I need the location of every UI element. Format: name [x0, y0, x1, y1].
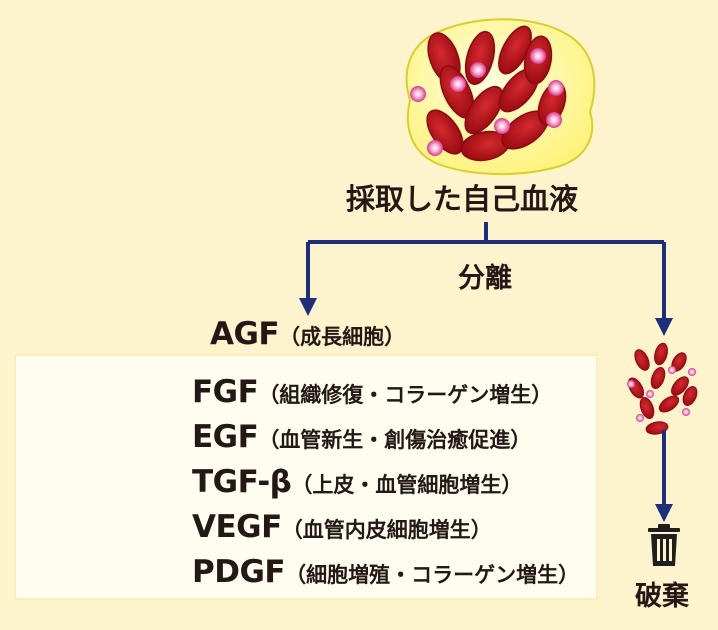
growth-factor-role: （血管内皮細胞増生）	[281, 518, 492, 542]
growth-factor-name: TGF-β	[192, 464, 292, 500]
red-blood-cell	[682, 386, 698, 406]
agf-name: AGF	[210, 316, 280, 352]
growth-factor-item: VEGF（血管内皮細胞増生）	[192, 505, 579, 550]
red-blood-cell	[639, 396, 655, 420]
growth-factor-role: （組織修復・コラーゲン増生）	[258, 383, 553, 407]
discard-arrow-head	[655, 504, 673, 522]
growth-factor-item: TGF-β（上皮・血管細胞増生）	[192, 460, 579, 505]
growth-factor-name: PDGF	[192, 554, 286, 590]
right-arrow-head	[655, 318, 673, 336]
platelet	[530, 48, 546, 64]
growth-factor-role: （血管新生・創傷治癒促進）	[258, 428, 532, 452]
blood-sample-illustration	[405, 18, 596, 175]
platelet	[688, 368, 696, 376]
red-blood-cell	[634, 349, 650, 371]
growth-factor-name: EGF	[192, 419, 259, 455]
platelet	[682, 408, 690, 416]
trash-can-icon	[648, 524, 680, 566]
platelet	[450, 76, 466, 92]
growth-factor-role: （上皮・血管細胞増生）	[291, 473, 523, 497]
growth-factor-panel: FGF（組織修復・コラーゲン増生） EGF（血管新生・創傷治癒促進） TGF-β…	[14, 354, 598, 600]
red-blood-cell	[654, 342, 668, 366]
red-blood-cell	[650, 366, 666, 390]
red-blood-cell	[658, 395, 680, 413]
left-arrow-head	[299, 298, 317, 316]
platelet	[668, 366, 676, 374]
agf-role: （成長細胞）	[279, 325, 406, 349]
platelet	[646, 390, 654, 398]
platelet	[410, 86, 426, 102]
platelet	[548, 80, 564, 96]
red-blood-cell	[464, 85, 504, 135]
growth-factor-name: VEGF	[192, 509, 282, 545]
agf-heading: AGF（成長細胞）	[210, 316, 405, 352]
red-blood-cell	[671, 376, 689, 396]
platelet	[470, 62, 486, 78]
red-blood-cell	[627, 377, 645, 399]
source-blood-label: 採取した自己血液	[346, 182, 579, 216]
growth-factor-item: EGF（血管新生・創傷治癒促進）	[192, 415, 579, 460]
separation-arrows	[306, 222, 666, 506]
growth-factor-role: （細胞増殖・コラーゲン増生）	[285, 563, 580, 587]
growth-factor-name: FGF	[192, 374, 259, 410]
separation-label: 分離	[458, 263, 512, 294]
platelet	[636, 414, 644, 422]
red-blood-cell	[426, 109, 464, 155]
growth-factor-item: PDGF（細胞増殖・コラーゲン増生）	[192, 550, 579, 595]
platelet	[494, 118, 510, 134]
red-cell-cluster-illustration	[627, 342, 698, 435]
platelet	[546, 112, 562, 128]
growth-factor-item: FGF（組織修復・コラーゲン増生）	[192, 370, 579, 415]
platelet	[627, 380, 635, 388]
platelet	[427, 140, 443, 156]
growth-factor-list: FGF（組織修復・コラーゲン増生） EGF（血管新生・創傷治癒促進） TGF-β…	[192, 370, 579, 595]
discard-label: 破棄	[635, 581, 689, 612]
